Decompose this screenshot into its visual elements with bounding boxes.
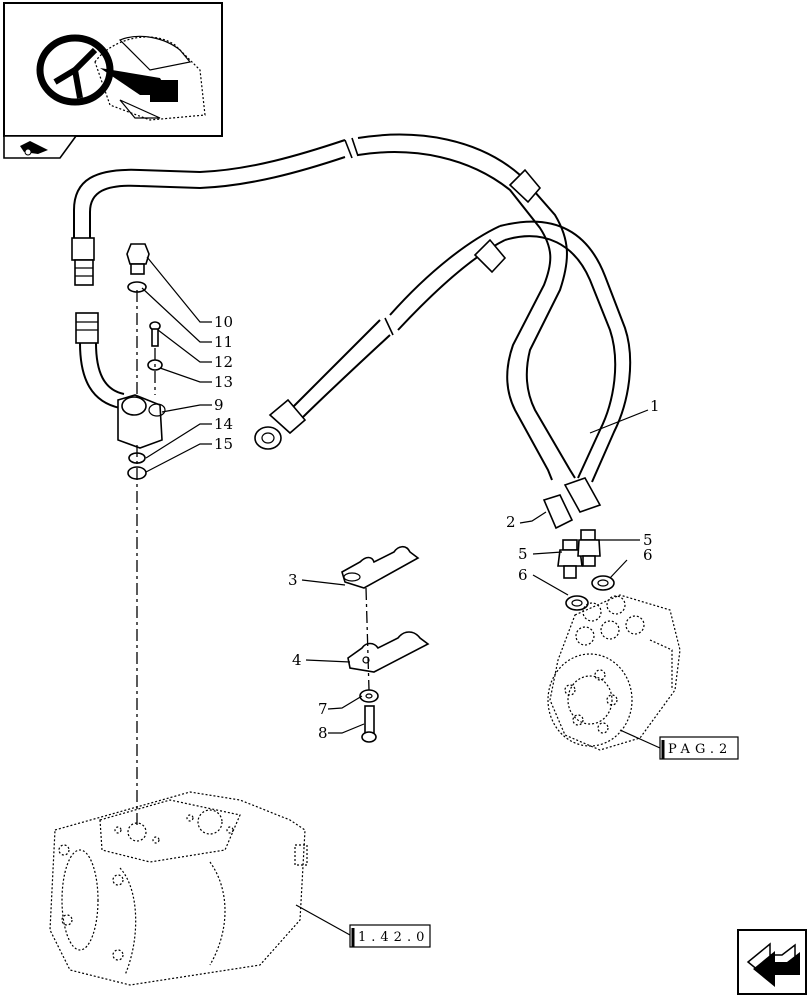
callout-5-left: 5 (518, 545, 528, 563)
hose-lower[interactable] (254, 220, 632, 483)
seal-6-right[interactable] (591, 575, 615, 591)
next-page-arrow-icon[interactable] (737, 929, 807, 995)
callout-7: 7 (318, 700, 328, 718)
seal-6-left[interactable] (565, 595, 589, 611)
clamp-4[interactable] (347, 631, 430, 673)
callout-8: 8 (318, 724, 328, 742)
callout-2: 2 (506, 513, 516, 531)
adapter-5-left[interactable] (557, 539, 583, 579)
tractor-steering-wheel-icon (36, 34, 206, 121)
callout-1: 1 (650, 397, 660, 415)
banjo-bolt-10[interactable] (126, 243, 150, 275)
callout-10: 10 (214, 313, 233, 331)
ref-label-steering-unit: PAG.2 (668, 742, 732, 757)
callout-3: 3 (288, 571, 298, 589)
bolt-8[interactable] (361, 705, 377, 743)
callout-11: 11 (214, 333, 233, 351)
callout-9: 9 (214, 396, 224, 414)
leader-lines (141, 256, 661, 936)
book-tractor-icon[interactable] (3, 135, 78, 159)
hose-end-fitting-2[interactable] (542, 477, 602, 530)
callout-6-left: 6 (518, 566, 528, 584)
callout-4: 4 (292, 651, 302, 669)
thumbnail-frame (3, 2, 223, 159)
ref-box-pump[interactable]: 1.42.0 (349, 924, 431, 948)
ref-box-steering-unit[interactable]: PAG.2 (659, 736, 739, 760)
callout-14: 14 (214, 415, 233, 433)
bolt-12[interactable] (149, 321, 161, 347)
washer-7[interactable] (359, 689, 379, 703)
callout-6-right: 6 (643, 546, 653, 564)
clamp-3[interactable] (341, 545, 420, 589)
callout-12: 12 (214, 353, 233, 371)
swivel-hose-9[interactable] (75, 312, 166, 449)
callout-15: 15 (214, 435, 233, 453)
hydraulic-pump[interactable] (49, 791, 308, 986)
steering-unit[interactable] (547, 594, 681, 751)
callouts: 10 11 12 13 9 14 15 1 2 3 4 7 8 5 6 5 6 (214, 313, 660, 742)
clamp-axis (365, 587, 370, 691)
ref-label-pump: 1.42.0 (358, 930, 429, 945)
callout-5-right: 5 (643, 531, 653, 549)
hose-upper[interactable] (71, 133, 576, 481)
adapter-5-right[interactable] (577, 529, 601, 567)
callout-13: 13 (214, 373, 233, 391)
